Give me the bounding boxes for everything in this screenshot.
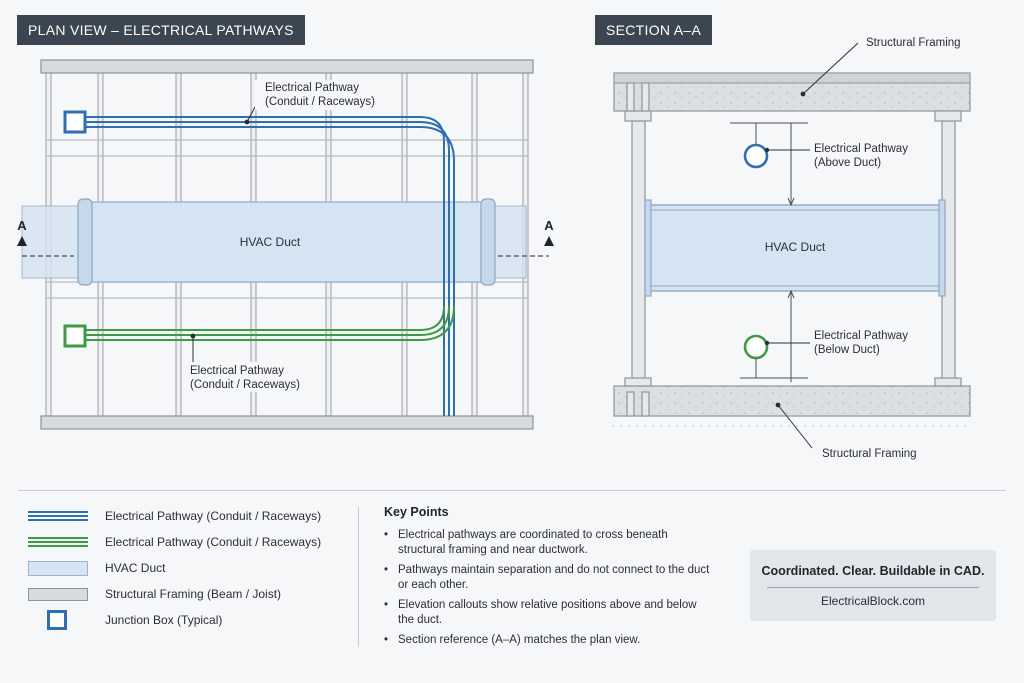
- plan-junction-box-green[interactable]: [63, 324, 87, 348]
- junction-box-swatch: [28, 610, 88, 630]
- section-duct-label: HVAC Duct: [765, 240, 826, 254]
- section-dimension-lower: [740, 289, 808, 382]
- section-conduit-above[interactable]: [743, 143, 769, 169]
- legend-row-green-pathway: Electrical Pathway (Conduit / Raceways): [28, 529, 338, 555]
- plan-callout-lower: [182, 333, 308, 392]
- section-below-label-line1: Electrical Pathway: [814, 330, 908, 342]
- blue-pathway-swatch: [28, 506, 88, 526]
- plan-lower-label-line2: (Conduit / Raceways): [190, 379, 300, 391]
- key-points-title: Key Points: [384, 505, 449, 519]
- section-marker-left[interactable]: [17, 236, 74, 257]
- section-callout-top-framing: [800, 42, 859, 97]
- legend-key-divider: [358, 507, 359, 647]
- plan-callout-upper: [244, 80, 373, 125]
- legend-label: Electrical Pathway (Conduit / Raceways): [105, 535, 322, 549]
- section-marker-right[interactable]: [498, 236, 554, 257]
- legend-row-junction-box: Junction Box (Typical): [28, 607, 338, 633]
- brand-divider: [767, 587, 979, 588]
- legend: Electrical Pathway (Conduit / Raceways) …: [28, 503, 338, 633]
- plan-top-beam: [40, 59, 534, 74]
- key-point-item: Electrical pathways are coordinated to c…: [384, 528, 714, 558]
- plan-lower-label-line1: Electrical Pathway: [190, 365, 284, 377]
- footer-divider: [18, 490, 1006, 491]
- structural-framing-swatch: [28, 584, 88, 604]
- green-pathway-swatch: [28, 532, 88, 552]
- section-callout-bottom-framing: [775, 402, 813, 449]
- brand-tagline: Coordinated. Clear. Buildable in CAD.: [761, 564, 985, 578]
- section-top-framing-label: Structural Framing: [866, 37, 961, 49]
- plan-upper-label-line1: Electrical Pathway: [265, 82, 359, 94]
- key-points-list: Electrical pathways are coordinated to c…: [384, 528, 714, 648]
- key-points: Key Points Electrical pathways are coord…: [384, 505, 714, 653]
- plan-hvac-duct: [21, 198, 527, 286]
- section-column-right: [934, 110, 962, 387]
- brand-url-link[interactable]: ElectricalBlock.com: [820, 594, 926, 608]
- section-hvac-duct: [644, 199, 946, 297]
- legend-label: Electrical Pathway (Conduit / Raceways): [105, 509, 322, 523]
- section-bottom-slab-texture: [614, 386, 970, 416]
- brand-card: Coordinated. Clear. Buildable in CAD. El…: [750, 550, 996, 621]
- legend-label: HVAC Duct: [105, 561, 166, 575]
- section-view: HVAC Duct Electrical Pathway (Above Duct…: [612, 37, 972, 460]
- section-top-slab-cap: [613, 72, 971, 84]
- section-view-title: SECTION A–A: [595, 15, 713, 45]
- section-callout-above: [764, 147, 810, 153]
- plan-duct-label: HVAC Duct: [240, 235, 301, 249]
- legend-row-hvac-duct: HVAC Duct: [28, 555, 338, 581]
- section-mark-right-letter: A: [544, 218, 554, 233]
- key-point-item: Pathways maintain separation and do not …: [384, 563, 714, 593]
- key-point-item: Elevation callouts show relative positio…: [384, 598, 714, 628]
- hvac-duct-swatch: [28, 558, 88, 578]
- plan-view-title: PLAN VIEW – ELECTRICAL PATHWAYS: [17, 15, 305, 45]
- section-conduit-below[interactable]: [743, 334, 769, 360]
- drawing-canvas: HVAC Duct Electrical Pathway (Conduit / …: [17, 37, 972, 460]
- legend-row-structural-framing: Structural Framing (Beam / Joist): [28, 581, 338, 607]
- plan-junction-box-blue[interactable]: [63, 110, 87, 134]
- section-above-label-line2: (Above Duct): [814, 157, 881, 169]
- section-mark-left-letter: A: [17, 218, 27, 233]
- section-dimension-upper: [730, 122, 808, 207]
- section-callout-below: [764, 340, 810, 346]
- key-point-item: Section reference (A–A) matches the plan…: [384, 633, 714, 648]
- plan-blue-pathway: [86, 116, 455, 416]
- plan-bottom-beam: [40, 415, 534, 430]
- section-column-left: [624, 82, 652, 417]
- section-bottom-framing-label: Structural Framing: [822, 448, 917, 460]
- legend-row-blue-pathway: Electrical Pathway (Conduit / Raceways): [28, 503, 338, 529]
- section-below-label-line2: (Below Duct): [814, 344, 880, 356]
- plan-green-pathway: [86, 305, 455, 341]
- legend-label: Junction Box (Typical): [105, 613, 223, 627]
- plan-view: HVAC Duct Electrical Pathway (Conduit / …: [17, 59, 554, 430]
- legend-label: Structural Framing (Beam / Joist): [105, 587, 282, 601]
- plan-upper-label-line2: (Conduit / Raceways): [265, 96, 375, 108]
- section-above-label-line1: Electrical Pathway: [814, 143, 908, 155]
